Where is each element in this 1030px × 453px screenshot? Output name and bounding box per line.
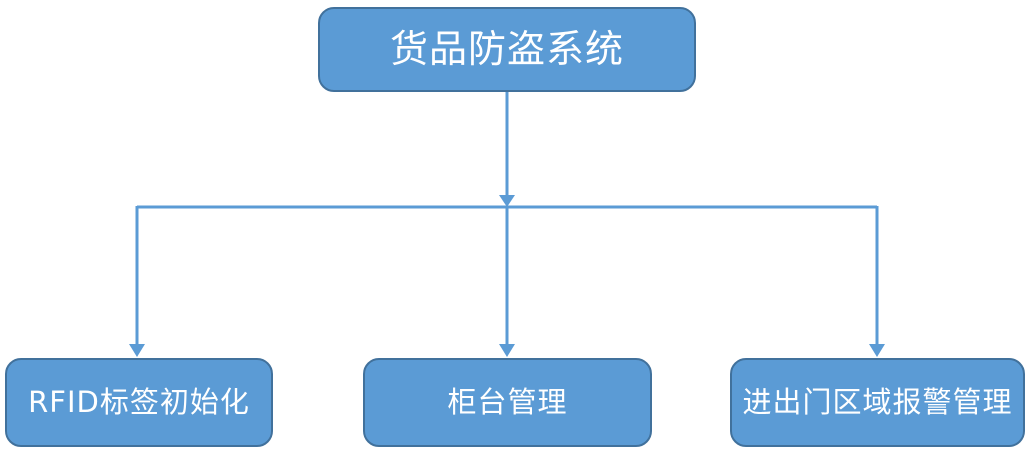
- node-root-label: 货品防盗系统: [389, 26, 624, 71]
- node-root-goods-antitheft-system: 货品防盗系统: [318, 7, 696, 92]
- arrowhead-child-1: [129, 344, 145, 357]
- arrowhead-child-3: [869, 344, 885, 357]
- node-child-3-label: 进出门区域报警管理: [742, 384, 1013, 419]
- arrowhead-root-junction: [499, 195, 515, 207]
- node-counter-management: 柜台管理: [363, 358, 652, 447]
- node-entry-exit-area-alarm-management: 进出门区域报警管理: [730, 358, 1025, 447]
- node-child-1-label: RFID标签初始化: [28, 384, 250, 419]
- arrowhead-child-2: [499, 344, 515, 357]
- node-rfid-tag-initialization: RFID标签初始化: [5, 358, 273, 447]
- node-child-2-label: 柜台管理: [447, 384, 568, 419]
